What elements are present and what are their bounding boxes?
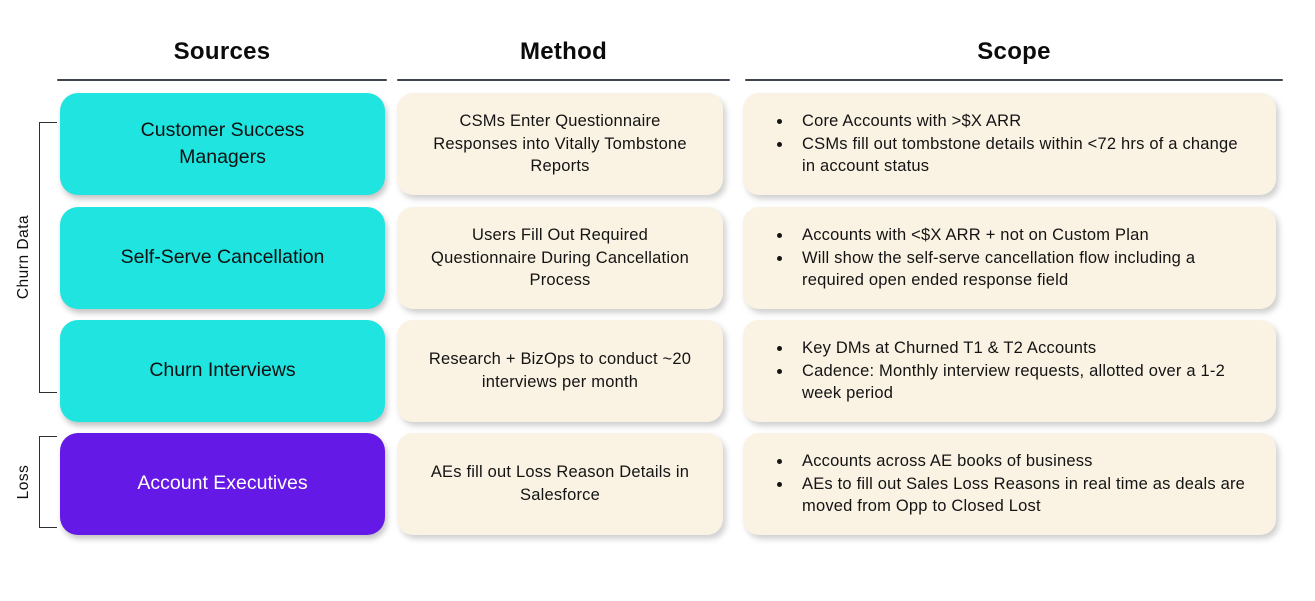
table-row: Account Executives AEs fill out Loss Rea… [0,433,1315,535]
scope-header-underline [745,79,1283,81]
scope-bullet: Key DMs at Churned T1 & T2 Accounts [793,337,1248,360]
table-row: Customer Success Managers CSMs Enter Que… [0,93,1315,195]
scope-bullet: AEs to fill out Sales Loss Reasons in re… [793,473,1248,519]
scope-box: Accounts across AE books of business AEs… [743,433,1276,535]
sources-header-underline [57,79,387,81]
scope-bullet: Accounts across AE books of business [793,450,1248,473]
method-box: CSMs Enter Questionnaire Responses into … [397,93,723,195]
method-header-underline [397,79,730,81]
loss-bracket [39,436,57,528]
method-box: AEs fill out Loss Reason Details in Sale… [397,433,723,535]
table-row: Self-Serve Cancellation Users Fill Out R… [0,207,1315,309]
method-box: Research + BizOps to conduct ~20 intervi… [397,320,723,422]
scope-list: Key DMs at Churned T1 & T2 Accounts Cade… [743,337,1276,405]
scope-list: Accounts across AE books of business AEs… [743,450,1276,518]
churn-data-bracket [39,122,57,393]
scope-bullet: Will show the self-serve cancellation fl… [793,247,1248,293]
column-header-scope: Scope [977,38,1051,65]
scope-bullet: Core Accounts with >$X ARR [793,110,1248,133]
source-box-customer-success-managers: Customer Success Managers [60,93,385,195]
scope-bullet: CSMs fill out tombstone details within <… [793,133,1248,179]
source-box-churn-interviews: Churn Interviews [60,320,385,422]
scope-list: Core Accounts with >$X ARR CSMs fill out… [743,110,1276,178]
scope-box: Core Accounts with >$X ARR CSMs fill out… [743,93,1276,195]
scope-box: Key DMs at Churned T1 & T2 Accounts Cade… [743,320,1276,422]
scope-bullet: Accounts with <$X ARR + not on Custom Pl… [793,224,1248,247]
scope-list: Accounts with <$X ARR + not on Custom Pl… [743,224,1276,292]
column-header-method: Method [519,38,608,65]
source-box-account-executives: Account Executives [60,433,385,535]
table-row: Churn Interviews Research + BizOps to co… [0,320,1315,422]
column-header-sources: Sources [173,38,271,65]
scope-bullet: Cadence: Monthly interview requests, all… [793,360,1248,406]
method-box: Users Fill Out Required Questionnaire Du… [397,207,723,309]
source-box-self-serve-cancellation: Self-Serve Cancellation [60,207,385,309]
scope-box: Accounts with <$X ARR + not on Custom Pl… [743,207,1276,309]
